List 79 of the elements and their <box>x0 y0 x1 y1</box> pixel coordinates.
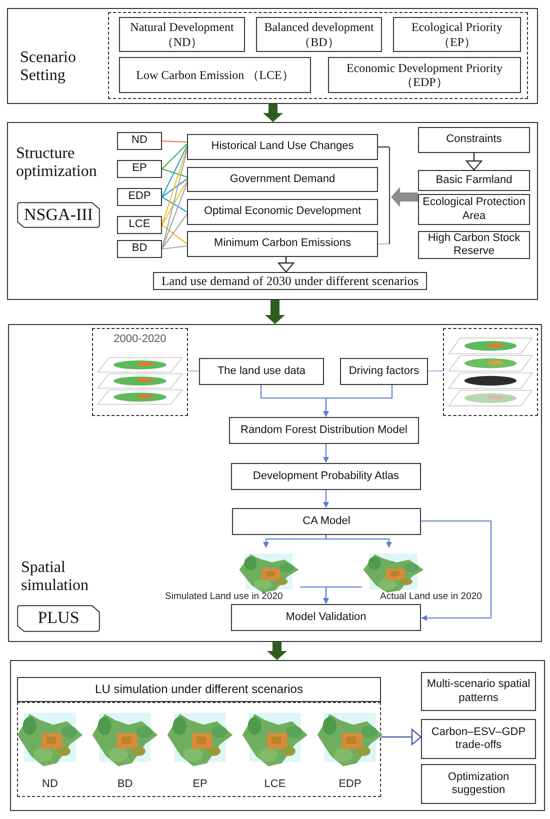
scenario-code-box: ND <box>117 132 162 150</box>
arrow <box>466 153 482 171</box>
picture-caption: Simulated Land use in 2020 <box>165 591 284 602</box>
dashed-frame <box>17 702 381 797</box>
output-box: Multi-scenario spatial patterns <box>421 672 536 711</box>
scenario-label: EDP <box>338 778 362 790</box>
objective-box: Historical Land Use Changes <box>187 134 378 160</box>
dashed-frame <box>108 12 528 99</box>
scenario-label: EP <box>192 778 208 790</box>
scenario-box: Economic Development Priority （EDP） <box>328 57 521 93</box>
scenario-label: ND <box>41 778 59 790</box>
connector-line <box>161 148 188 226</box>
header-box: LU simulation under different scenarios <box>17 677 381 702</box>
connector-line <box>378 243 389 245</box>
output-box: Carbon–ESV–GDP trade-offs <box>421 719 536 759</box>
scenario-code-box: EP <box>117 160 162 178</box>
objective-box: Government Demand <box>187 167 378 192</box>
panel <box>8 324 542 642</box>
block-arrow <box>391 187 418 207</box>
objective-box: Optimal Economic Development <box>187 199 378 225</box>
arrow <box>323 490 329 508</box>
panel <box>7 8 538 104</box>
result-box: Land use demand of 2030 under different scenarios <box>153 272 427 290</box>
panel-heading: Structure optimization <box>16 145 98 182</box>
connector-line <box>162 144 188 170</box>
connector-line <box>162 140 188 143</box>
constraint-header-box: Constraints <box>418 127 530 153</box>
arrow <box>323 444 329 463</box>
block-arrow <box>263 104 283 122</box>
arrow <box>325 535 392 548</box>
output-box: Optimization suggestion <box>421 764 536 804</box>
scenario-box: Natural Development （ND） <box>119 17 245 52</box>
connector-line <box>378 146 389 148</box>
dashed-frame <box>92 328 188 416</box>
constraint-box: High Carbon Stock Reserve <box>418 231 530 259</box>
arrow <box>323 385 393 417</box>
connector-line <box>162 245 188 250</box>
scenario-box: Low Carbon Emission （LCE） <box>119 57 311 93</box>
objective-box: Minimum Carbon Emissions <box>187 231 378 257</box>
connector-line <box>162 224 188 244</box>
process-box: Driving factors <box>340 358 428 385</box>
connector-line <box>162 178 188 198</box>
picture-caption: Actual Land use in 2020 <box>380 591 483 602</box>
connector-line <box>161 182 188 250</box>
block-arrow <box>267 642 287 660</box>
process-box: Development Probability Atlas <box>231 463 421 490</box>
method-tag: NSGA-III <box>17 202 100 228</box>
arrow <box>323 586 362 604</box>
arrow <box>421 520 492 621</box>
connector-line <box>428 370 443 372</box>
scenario-box: Balanced development （BD） <box>256 17 382 52</box>
arrow <box>278 257 294 273</box>
connector-line <box>162 196 188 212</box>
scenario-code-box: EDP <box>117 188 162 206</box>
connector-line <box>162 180 188 226</box>
scenario-label: LCE <box>263 778 287 790</box>
process-box: Model Validation <box>231 604 421 631</box>
arrow <box>381 728 422 746</box>
connector-line <box>162 146 188 198</box>
panel <box>7 122 538 300</box>
process-box: The land use data <box>199 358 324 385</box>
panel-heading: Scenario Setting <box>20 49 77 86</box>
panel <box>10 660 545 811</box>
constraint-box: Basic Farmland <box>418 170 530 191</box>
connector-line <box>188 370 199 372</box>
scenario-box: Ecological Priority （EP） <box>393 17 521 52</box>
model-tag: PLUS <box>17 605 100 632</box>
scenario-label: BD <box>116 778 134 790</box>
scenario-code-box: BD <box>117 240 162 258</box>
period-label: 2000-2020 <box>112 333 168 345</box>
panel-heading: Spatial simulation <box>21 559 90 596</box>
scenario-code-box: LCE <box>117 216 162 234</box>
process-box: Random Forest Distribution Model <box>229 417 419 444</box>
connector-line <box>162 214 188 250</box>
block-arrow <box>265 300 285 324</box>
connector-line <box>162 168 188 178</box>
connector-line <box>161 150 188 250</box>
process-box: CA Model <box>232 508 421 535</box>
constraint-box: Ecological Protection Area <box>418 194 530 225</box>
